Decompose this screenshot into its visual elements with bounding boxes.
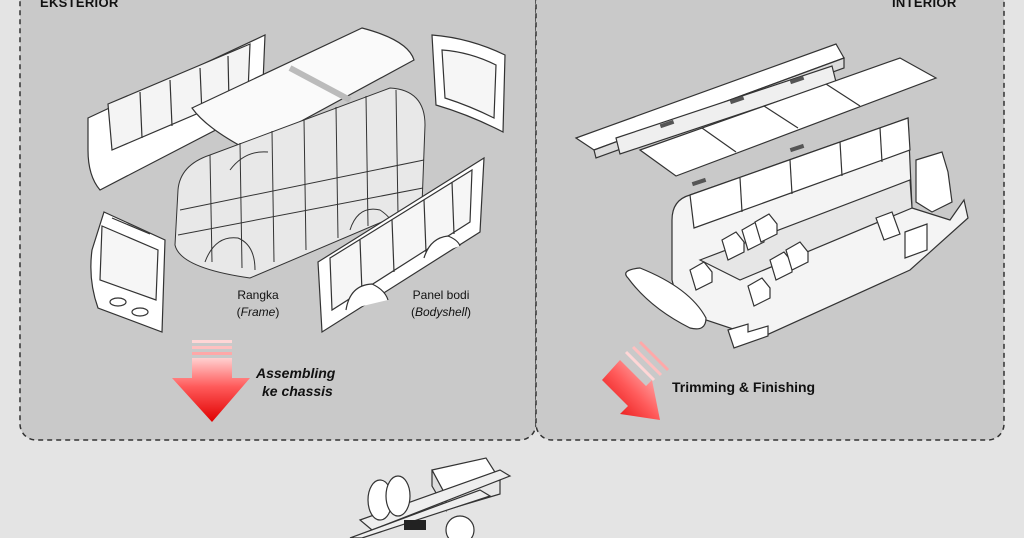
section-title-interior: INTERIOR	[892, 0, 957, 10]
rear-panel	[431, 34, 506, 133]
section-title-exterior: EKSTERIOR	[40, 0, 119, 10]
left-side-panel	[87, 34, 266, 191]
ceiling-rack	[574, 43, 845, 159]
frame-skeleton	[174, 87, 426, 279]
bus-interior-cutaway	[671, 117, 969, 349]
bodyshell-label: Panel bodi (Bodyshell)	[396, 287, 486, 321]
assembling-arrow	[172, 340, 250, 422]
assembling-label-line1: Assembling	[256, 365, 336, 381]
frame-label-sub-text: Frame	[240, 305, 276, 319]
assembling-label: Assembling ke chassis	[256, 364, 335, 400]
frame-label-sub: (Frame)	[236, 305, 280, 319]
chassis	[349, 457, 512, 538]
assembling-label-line2: ke chassis	[262, 383, 333, 399]
trimming-arrow	[602, 340, 670, 420]
bodyshell-label-main: Panel bodi	[412, 288, 470, 302]
right-side-panel	[317, 156, 485, 334]
front-face-panel	[90, 211, 166, 333]
bodyshell-label-sub-text: Bodyshell	[414, 305, 468, 319]
ceiling-panel	[638, 57, 938, 187]
frame-label: Rangka (Frame)	[218, 287, 298, 321]
trimming-label: Trimming & Finishing	[672, 379, 816, 395]
frame-label-main: Rangka	[237, 288, 279, 302]
door-panel	[625, 267, 707, 330]
bodyshell-label-sub: (Bodyshell)	[410, 305, 472, 319]
roof-panel	[191, 27, 415, 151]
